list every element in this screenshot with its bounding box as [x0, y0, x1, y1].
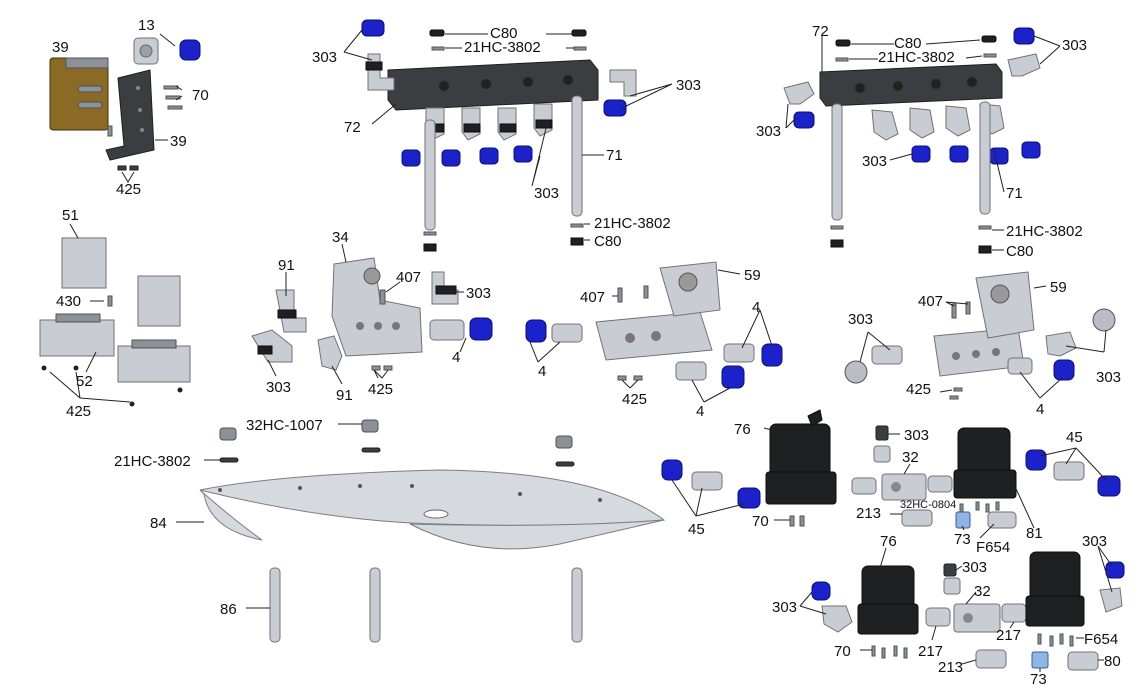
fittings-303-row-right — [871, 103, 1041, 165]
label-217-left: 217 — [918, 643, 943, 660]
label-4-center: 4 — [452, 349, 460, 366]
label-425: 425 — [116, 181, 141, 198]
label-303-lower-left: 303 — [772, 599, 797, 616]
label-45-right: 45 — [1066, 429, 1083, 446]
label-81: 81 — [1026, 525, 1043, 542]
valve-body-34 — [331, 257, 423, 357]
plate-84-group — [176, 419, 666, 643]
label-4-mid-bottom: 4 — [696, 403, 704, 420]
label-71-right: 71 — [1006, 185, 1023, 202]
assembly-81-upper-group — [851, 425, 1121, 539]
label-303-right-top: 303 — [1062, 37, 1087, 54]
coil-39 — [49, 57, 109, 131]
blocks-51-52-group — [39, 223, 191, 407]
label-C80-rod-left: C80 — [594, 233, 622, 250]
label-91-top: 91 — [278, 257, 295, 274]
label-72-right: 72 — [812, 23, 829, 40]
label-45-left: 45 — [688, 521, 705, 538]
manifold-72-right-group — [783, 27, 1061, 254]
manifold-72-left-group — [343, 19, 673, 252]
label-13: 13 — [138, 17, 155, 34]
label-72-left: 72 — [344, 119, 361, 136]
label-32HC-1007: 32HC-1007 — [246, 417, 323, 434]
label-21HC-rod-left: 21HC-3802 — [594, 215, 671, 232]
label-217-right: 217 — [996, 627, 1021, 644]
label-52: 52 — [76, 373, 93, 390]
label-303-right-fittings: 303 — [862, 153, 887, 170]
label-86: 86 — [220, 601, 237, 618]
valve-59-right-group — [844, 271, 1116, 400]
label-21HC-top-right: 21HC-3802 — [878, 49, 955, 66]
label-70-lower: 70 — [834, 643, 851, 660]
label-303-lower-mid: 303 — [962, 559, 987, 576]
label-303-left-manifold: 303 — [312, 49, 337, 66]
valve-34-group — [251, 243, 493, 385]
label-80: 80 — [1104, 653, 1121, 670]
label-303-lower-right: 303 — [1082, 533, 1107, 550]
label-32-upper: 32 — [902, 449, 919, 466]
leg-86 — [269, 567, 281, 643]
label-C80-top-right: C80 — [894, 35, 922, 52]
label-51: 51 — [62, 207, 79, 224]
block-32 — [881, 473, 927, 501]
label-407-right: 407 — [918, 293, 943, 310]
label-4-right: 4 — [1036, 401, 1044, 418]
manifold-72-right — [819, 63, 1003, 107]
valve-59-mid-group — [525, 261, 783, 403]
label-73-upper: 73 — [954, 531, 971, 548]
label-21HC-top-left: 21HC-3802 — [464, 39, 541, 56]
label-213-upper: 213 — [856, 505, 881, 522]
label-34: 34 — [332, 229, 349, 246]
label-303-fittings: 303 — [534, 185, 559, 202]
label-C80-rod-right: C80 — [1006, 243, 1034, 260]
label-303-right-valve-right: 303 — [1096, 369, 1121, 386]
label-21HC-rod-right: 21HC-3802 — [1006, 223, 1083, 240]
label-425-left: 425 — [66, 403, 91, 420]
label-70-mid: 70 — [752, 513, 769, 530]
label-71-left: 71 — [606, 147, 623, 164]
label-303-right-elbow: 303 — [676, 77, 701, 94]
label-70: 70 — [192, 87, 209, 104]
label-84: 84 — [150, 515, 167, 532]
label-303-right-left: 303 — [756, 123, 781, 140]
label-407-center: 407 — [396, 269, 421, 286]
cover-51 — [61, 237, 107, 289]
solenoid-76-upper-group — [661, 409, 837, 527]
blue-cap-13 — [179, 39, 201, 61]
label-303-center-bottom: 303 — [266, 379, 291, 396]
label-213-lower: 213 — [938, 659, 963, 676]
manifold-72 — [387, 59, 599, 111]
label-32HC-0804: 32HC-0804 — [900, 499, 956, 511]
label-76-lower: 76 — [880, 533, 897, 550]
label-59-right: 59 — [1050, 279, 1067, 296]
label-425-right: 425 — [906, 381, 931, 398]
label-303-right-valve-left: 303 — [848, 311, 873, 328]
label-F654-lower: F654 — [1084, 631, 1118, 648]
bracket-39 — [105, 69, 155, 161]
label-303-upper-81: 303 — [904, 427, 929, 444]
label-F654-upper: F654 — [976, 539, 1010, 556]
label-91-bottom: 91 — [336, 387, 353, 404]
label-59-mid: 59 — [744, 267, 761, 284]
base-52 — [39, 319, 115, 357]
filter-73 — [955, 511, 971, 529]
label-425-center: 425 — [368, 381, 393, 398]
solenoid-76-lower-group — [799, 545, 1125, 672]
label-39-bracket: 39 — [170, 133, 187, 150]
label-4-mid-left: 4 — [538, 363, 546, 380]
label-21HC-plate: 21HC-3802 — [114, 453, 191, 470]
label-C80-top-left: C80 — [490, 25, 518, 42]
label-425-mid: 425 — [622, 391, 647, 408]
label-407-mid: 407 — [580, 289, 605, 306]
label-4-mid-right: 4 — [752, 299, 760, 316]
label-430: 430 — [56, 293, 81, 310]
label-32-lower: 32 — [974, 583, 991, 600]
label-303-center: 303 — [466, 285, 491, 302]
coil-bracket-group — [49, 33, 201, 183]
label-76-upper: 76 — [734, 421, 751, 438]
label-73-lower: 73 — [1030, 671, 1047, 688]
label-39-top: 39 — [52, 39, 69, 56]
